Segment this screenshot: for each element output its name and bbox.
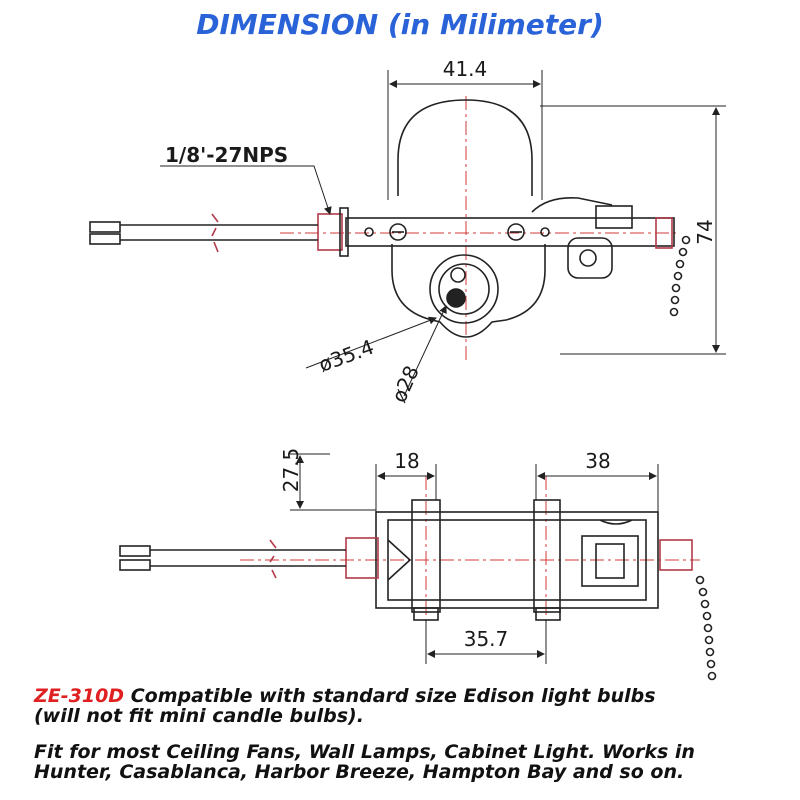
dim-bolt-span: 35.7: [464, 627, 509, 651]
mounting-bar: [345, 217, 675, 247]
side-view: [119, 453, 717, 681]
nipple-left: [317, 213, 343, 251]
socket-center-contact: [446, 288, 466, 308]
model-number: ZE-310D: [34, 685, 125, 707]
page-title: DIMENSION (in Milimeter): [196, 8, 604, 41]
caption-line3: Fit for most Ceiling Fans, Wall Lamps, C…: [34, 741, 695, 763]
bar-hole-left: [364, 227, 374, 237]
dim-top-width: 41.4: [443, 57, 488, 81]
screw-right: [507, 223, 525, 241]
socket-cup: [391, 244, 546, 338]
dim-depth: 27.5: [279, 448, 303, 493]
dim-inner-diameter: ø28: [387, 362, 424, 406]
bracket-left: [411, 499, 441, 613]
side-nipple: [345, 537, 379, 579]
top-view: [89, 70, 726, 397]
wire-tip-2: [89, 233, 121, 245]
dim-left-span: 18: [394, 449, 419, 473]
caption-block: ZE-310D Compatible with standard size Ed…: [34, 686, 774, 798]
caption-line4: Hunter, Casablanca, Harbor Breeze, Hampt…: [34, 761, 685, 783]
dim-height: 74: [693, 219, 717, 244]
dim-thread: 1/8'-27NPS: [165, 143, 288, 167]
socket-opening: [429, 254, 499, 324]
socket-contact: [450, 267, 466, 283]
switch-nipple: [655, 217, 673, 249]
dim-outer-diameter: ø35.4: [316, 335, 378, 377]
break-mark: [211, 213, 219, 253]
pull-chain: [669, 235, 691, 317]
socket-inner-ring: [438, 263, 490, 315]
switch-body: [567, 237, 613, 279]
dim-right-span: 38: [585, 449, 610, 473]
switch-bracket: [595, 205, 633, 229]
side-pull-chain: [695, 575, 717, 681]
bar-hole-right: [540, 227, 550, 237]
screw-left: [389, 223, 407, 241]
caption-line1: Compatible with standard size Edison lig…: [124, 685, 656, 707]
side-switch-nipple: [659, 539, 693, 571]
side-switch: [581, 535, 639, 587]
nut-right: [535, 607, 561, 621]
housing-dome: [397, 99, 533, 196]
bracket-right: [533, 499, 561, 613]
nipple-flange: [339, 207, 349, 257]
wire-tip-1: [89, 221, 121, 233]
side-housing: [375, 511, 659, 609]
switch-wire: [531, 196, 613, 213]
caption-line2: (will not fit mini candle bulbs).: [34, 705, 364, 727]
